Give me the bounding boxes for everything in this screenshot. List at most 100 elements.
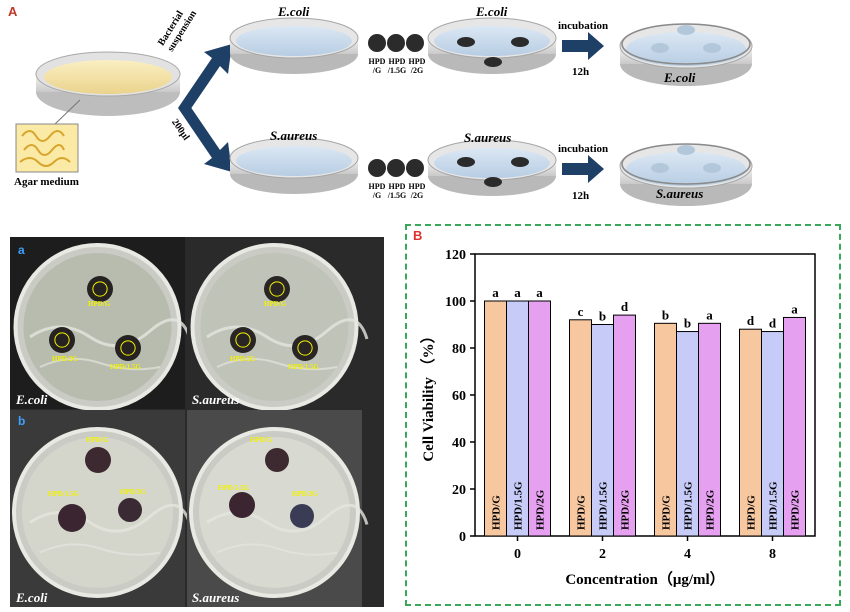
sample-disc-photo	[49, 327, 75, 353]
sample-label-g-top: HPD /G	[368, 57, 386, 75]
bar-series-label: HPD/1.5G	[768, 481, 780, 530]
significance-letter: a	[536, 285, 543, 300]
y-tick-label: 100	[445, 295, 466, 310]
incubation-label-bottom: incubation	[558, 143, 609, 155]
sample-disc-photo	[292, 335, 318, 361]
split-arrow-icon	[178, 44, 232, 172]
bar-hpd2g-2	[613, 314, 636, 537]
x-axis-label: Concentration（μg/ml）	[565, 570, 724, 588]
sample-disc-photo	[85, 447, 111, 473]
sample-discs-top	[368, 34, 424, 52]
bar-hpd2g-0	[528, 300, 551, 537]
incubation-arrow-bottom-icon	[562, 155, 604, 183]
bar-hpd2g-4	[698, 322, 721, 537]
sample-disc-photo	[115, 335, 141, 361]
sample-disc	[677, 145, 695, 155]
bar-hpd2g-8	[783, 316, 806, 537]
saureus-dish-label-2: S.aureus	[464, 130, 512, 145]
sample-disc	[703, 163, 721, 173]
agar-plate-photo	[187, 410, 369, 607]
sample-disc	[651, 163, 669, 173]
y-axis-label: Cell Viability （%）	[419, 328, 437, 461]
panel-label-a: A	[8, 4, 18, 19]
sample-disc	[703, 43, 721, 53]
sample-disc	[484, 57, 502, 67]
ring-label-2g-2: HPD/2G	[230, 355, 256, 363]
sample-disc	[677, 25, 695, 35]
sample-disc-photo	[87, 276, 113, 302]
bar-series-label: HPD/1.5G	[683, 481, 695, 530]
sample-disc-photo	[264, 276, 290, 302]
sample-discs-bottom	[368, 159, 424, 177]
bar-series-label: HPD/2G	[790, 489, 802, 530]
x-tick-label: 0	[514, 547, 521, 562]
ring-label-15g-2: HPD/1.5G	[288, 363, 319, 371]
photo-ecoli-label-a: E.coli	[16, 392, 48, 407]
y-tick-label: 120	[445, 248, 466, 263]
significance-letter: d	[769, 316, 777, 331]
sample-disc-photo	[58, 504, 86, 532]
saureus-dish-label-3: S.aureus	[656, 186, 704, 201]
bar-series-label: HPD/1.5G	[513, 481, 525, 530]
ecoli-dish-label-3: E.coli	[664, 70, 696, 85]
time-label-bottom: 12h	[572, 190, 590, 202]
time-label-top: 12h	[572, 66, 590, 78]
photo-ecoli-label-b: E.coli	[16, 590, 48, 605]
significance-letter: a	[706, 307, 713, 322]
ecoli-dish-label-2: E.coli	[476, 4, 508, 19]
dish-group	[229, 17, 753, 206]
ring-label-g-3: HPD/G	[86, 436, 109, 444]
bar-series-label: HPD/G	[576, 495, 588, 530]
sample-disc-photo	[118, 498, 142, 522]
significance-letter: d	[747, 313, 755, 328]
significance-letter: a	[514, 285, 521, 300]
sample-disc-photo	[290, 504, 314, 528]
chart-border	[405, 224, 841, 606]
sample-disc	[651, 43, 669, 53]
bar-series-label: HPD/G	[491, 495, 503, 530]
agar-dish	[35, 51, 181, 116]
schematic-diagram	[15, 17, 753, 206]
ring-label-15g-1: HPD/1.5G	[110, 363, 141, 371]
sample-disc	[457, 157, 475, 167]
ecoli-dish-1	[229, 17, 359, 74]
row-label-a: a	[18, 243, 25, 257]
y-tick-label: 20	[452, 483, 466, 498]
saureus-dish-3	[619, 143, 753, 206]
ecoli-dish-2	[427, 17, 557, 74]
ecoli-dish-label-1: E.coli	[278, 4, 310, 19]
saureus-dish-1	[229, 137, 359, 194]
ring-label-2g-1: HPD/2G	[52, 355, 78, 363]
significance-letter: a	[791, 301, 798, 316]
agar-medium-label: Agar medium	[14, 176, 79, 188]
bar-series-label: HPD/G	[661, 495, 673, 530]
sample-label-2g-top: HPD /2G	[408, 57, 426, 75]
significance-letter: a	[492, 285, 499, 300]
sample-disc	[457, 37, 475, 47]
bar-series-label: HPD/1.5G	[598, 481, 610, 530]
ecoli-dish-3	[619, 23, 753, 86]
x-tick-label: 2	[599, 547, 606, 562]
ring-label-g-1: HPD/G	[88, 300, 111, 308]
sample-label-15g-top: HPD /1.5G	[387, 57, 407, 75]
y-tick-label: 0	[459, 530, 466, 545]
x-tick-label: 8	[769, 547, 776, 562]
sample-disc	[484, 177, 502, 187]
x-tick-label: 4	[684, 547, 691, 562]
sample-label-g-bottom: HPD /G	[368, 182, 386, 200]
photo-saureus-label-b: S.aureus	[192, 590, 240, 605]
sample-label-15g-bottom: HPD /1.5G	[387, 182, 407, 200]
agar-plate-photo	[10, 410, 192, 607]
y-tick-label: 60	[452, 389, 466, 404]
saureus-dish-2	[427, 139, 557, 196]
agar-plate-photo	[187, 237, 369, 411]
sample-label-2g-bottom: HPD /2G	[408, 182, 426, 200]
significance-letter: d	[621, 299, 629, 314]
ring-label-2g-4: HPD/2G	[292, 490, 318, 498]
sample-disc	[511, 37, 529, 47]
ring-label-g-4: HPD/G	[250, 436, 273, 444]
bar-series-label: HPD/2G	[620, 489, 632, 530]
significance-letter: b	[684, 316, 691, 331]
